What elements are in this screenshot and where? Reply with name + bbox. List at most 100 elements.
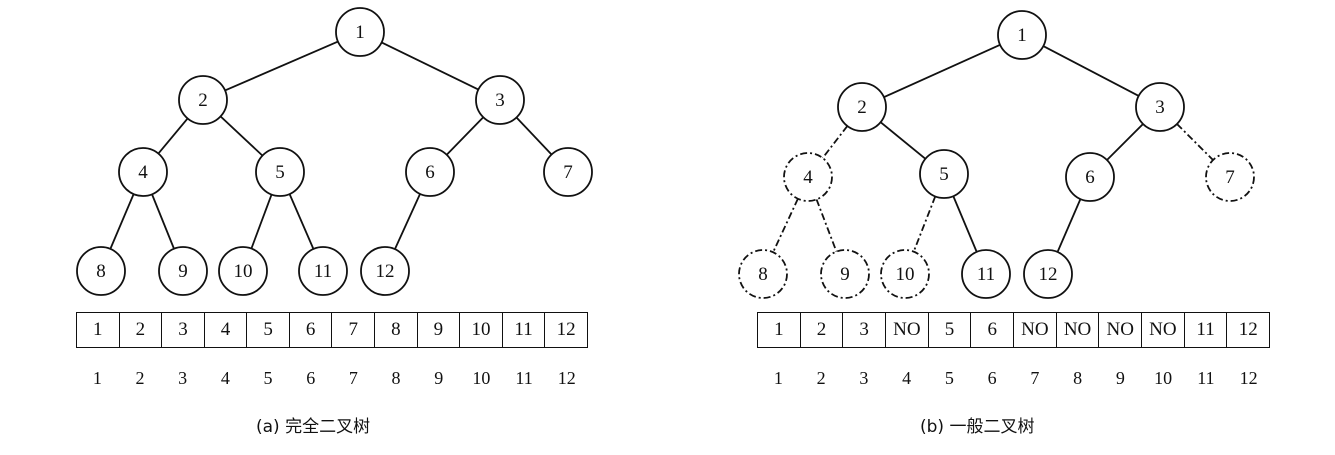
- complete-array-cell: 8: [374, 313, 417, 347]
- general-node-label: 5: [939, 164, 949, 185]
- general-node-10: 10: [880, 249, 930, 299]
- complete-array-cell: 12: [544, 313, 587, 347]
- complete-edge-3-7: [515, 116, 553, 156]
- complete-edge-3-6: [446, 116, 484, 156]
- general-node-circle: [1023, 249, 1073, 299]
- general-node-label: 9: [840, 264, 850, 285]
- complete-node-circle: [76, 246, 126, 296]
- complete-node-circle: [543, 147, 593, 197]
- general-node-7: 7: [1205, 152, 1255, 202]
- general-edge-3-7: [1176, 123, 1214, 161]
- complete-node-label: 12: [376, 261, 395, 282]
- general-node-label: 12: [1039, 264, 1058, 285]
- general-node-circle: [837, 82, 887, 132]
- complete-node-4: 4: [118, 147, 168, 197]
- complete-array-index: 9: [434, 368, 444, 388]
- general-node-label: 7: [1225, 167, 1235, 188]
- complete-array-index: 7: [348, 368, 358, 388]
- general-node-circle: [820, 249, 870, 299]
- complete-array-cell: 7: [331, 313, 374, 347]
- general-node-4: 4: [783, 152, 833, 202]
- complete-edge-4-8: [109, 193, 135, 250]
- general-array-cell: NO: [885, 313, 928, 347]
- complete-edge-1-2: [224, 40, 339, 92]
- complete-node-11: 11: [298, 246, 348, 296]
- general-node-label: 2: [857, 97, 867, 118]
- general-edge-1-3: [1042, 45, 1140, 97]
- complete-node-circle: [360, 246, 410, 296]
- complete-array-index: 3: [178, 368, 188, 388]
- complete-node-label: 8: [96, 261, 106, 282]
- general-array-index: 7: [1030, 368, 1040, 388]
- complete-array-index: 5: [263, 368, 273, 388]
- complete-node-7: 7: [543, 147, 593, 197]
- general-edge-4-9: [815, 199, 838, 252]
- complete-array-index: 12: [557, 368, 576, 388]
- general-node-8: 8: [738, 249, 788, 299]
- general-edge-3-6: [1106, 123, 1144, 161]
- complete-edge-5-11: [288, 193, 315, 250]
- general-edge-2-4: [821, 125, 849, 159]
- general-node-12: 12: [1023, 249, 1073, 299]
- complete-node-circle: [405, 147, 455, 197]
- general-node-9: 9: [820, 249, 870, 299]
- general-node-label: 6: [1085, 167, 1095, 188]
- complete-node-label: 6: [425, 162, 435, 183]
- complete-node-circle: [298, 246, 348, 296]
- general-edge-2-5: [880, 121, 926, 160]
- general-array-cell: 1: [774, 319, 784, 340]
- complete-node-2: 2: [178, 75, 228, 125]
- complete-node-9: 9: [158, 246, 208, 296]
- general-array-cell: 6: [970, 313, 1013, 347]
- complete-edge-2-4: [157, 117, 189, 155]
- general-node-5: 5: [919, 149, 969, 199]
- complete-node-circle: [178, 75, 228, 125]
- complete-edge-6-12: [394, 193, 421, 250]
- general-array-cell: 12: [1226, 313, 1269, 347]
- general-node-circle: [1135, 82, 1185, 132]
- complete-node-label: 2: [198, 90, 208, 111]
- general-array-cell: NO: [1055, 313, 1099, 347]
- complete-node-6: 6: [405, 147, 455, 197]
- general-node-circle: [997, 10, 1047, 60]
- complete-array-cell: 11: [501, 313, 545, 347]
- caption-complete-tree: (a) 完全二叉树: [256, 417, 371, 437]
- complete-node-label: 4: [138, 162, 148, 183]
- general-array-cell: 3: [842, 313, 885, 347]
- complete-edge-1-3: [381, 41, 479, 91]
- general-array-index: 2: [816, 368, 826, 388]
- complete-array-index: 1: [92, 368, 102, 388]
- general-node-label: 1: [1017, 25, 1027, 46]
- general-edge-1-2: [883, 44, 1001, 98]
- complete-node-label: 3: [495, 90, 505, 111]
- general-node-circle: [961, 249, 1011, 299]
- complete-array-cell: 9: [416, 313, 460, 347]
- complete-node-label: 10: [234, 261, 253, 282]
- general-array-index: 11: [1197, 368, 1215, 388]
- complete-node-label: 7: [563, 162, 573, 183]
- general-edge-5-10: [912, 196, 937, 252]
- complete-array-cell: 5: [246, 313, 289, 347]
- general-node-circle: [738, 249, 788, 299]
- complete-node-circle: [158, 246, 208, 296]
- general-edge-6-12: [1056, 198, 1082, 253]
- general-array-cell: 11: [1183, 313, 1227, 347]
- general-array-index: 3: [859, 368, 869, 388]
- complete-node-circle: [475, 75, 525, 125]
- complete-node-8: 8: [76, 246, 126, 296]
- complete-node-circle: [218, 246, 268, 296]
- general-array-index: 8: [1073, 368, 1083, 388]
- complete-node-circle: [255, 147, 305, 197]
- general-node-label: 4: [803, 167, 813, 188]
- complete-array-index: 6: [306, 368, 316, 388]
- complete-array-cell: 1: [93, 319, 103, 340]
- complete-array-cell: 2: [118, 313, 162, 347]
- general-node-label: 11: [977, 264, 995, 285]
- general-node-circle: [783, 152, 833, 202]
- complete-array-index: 11: [515, 368, 533, 388]
- general-node-label: 10: [896, 264, 915, 285]
